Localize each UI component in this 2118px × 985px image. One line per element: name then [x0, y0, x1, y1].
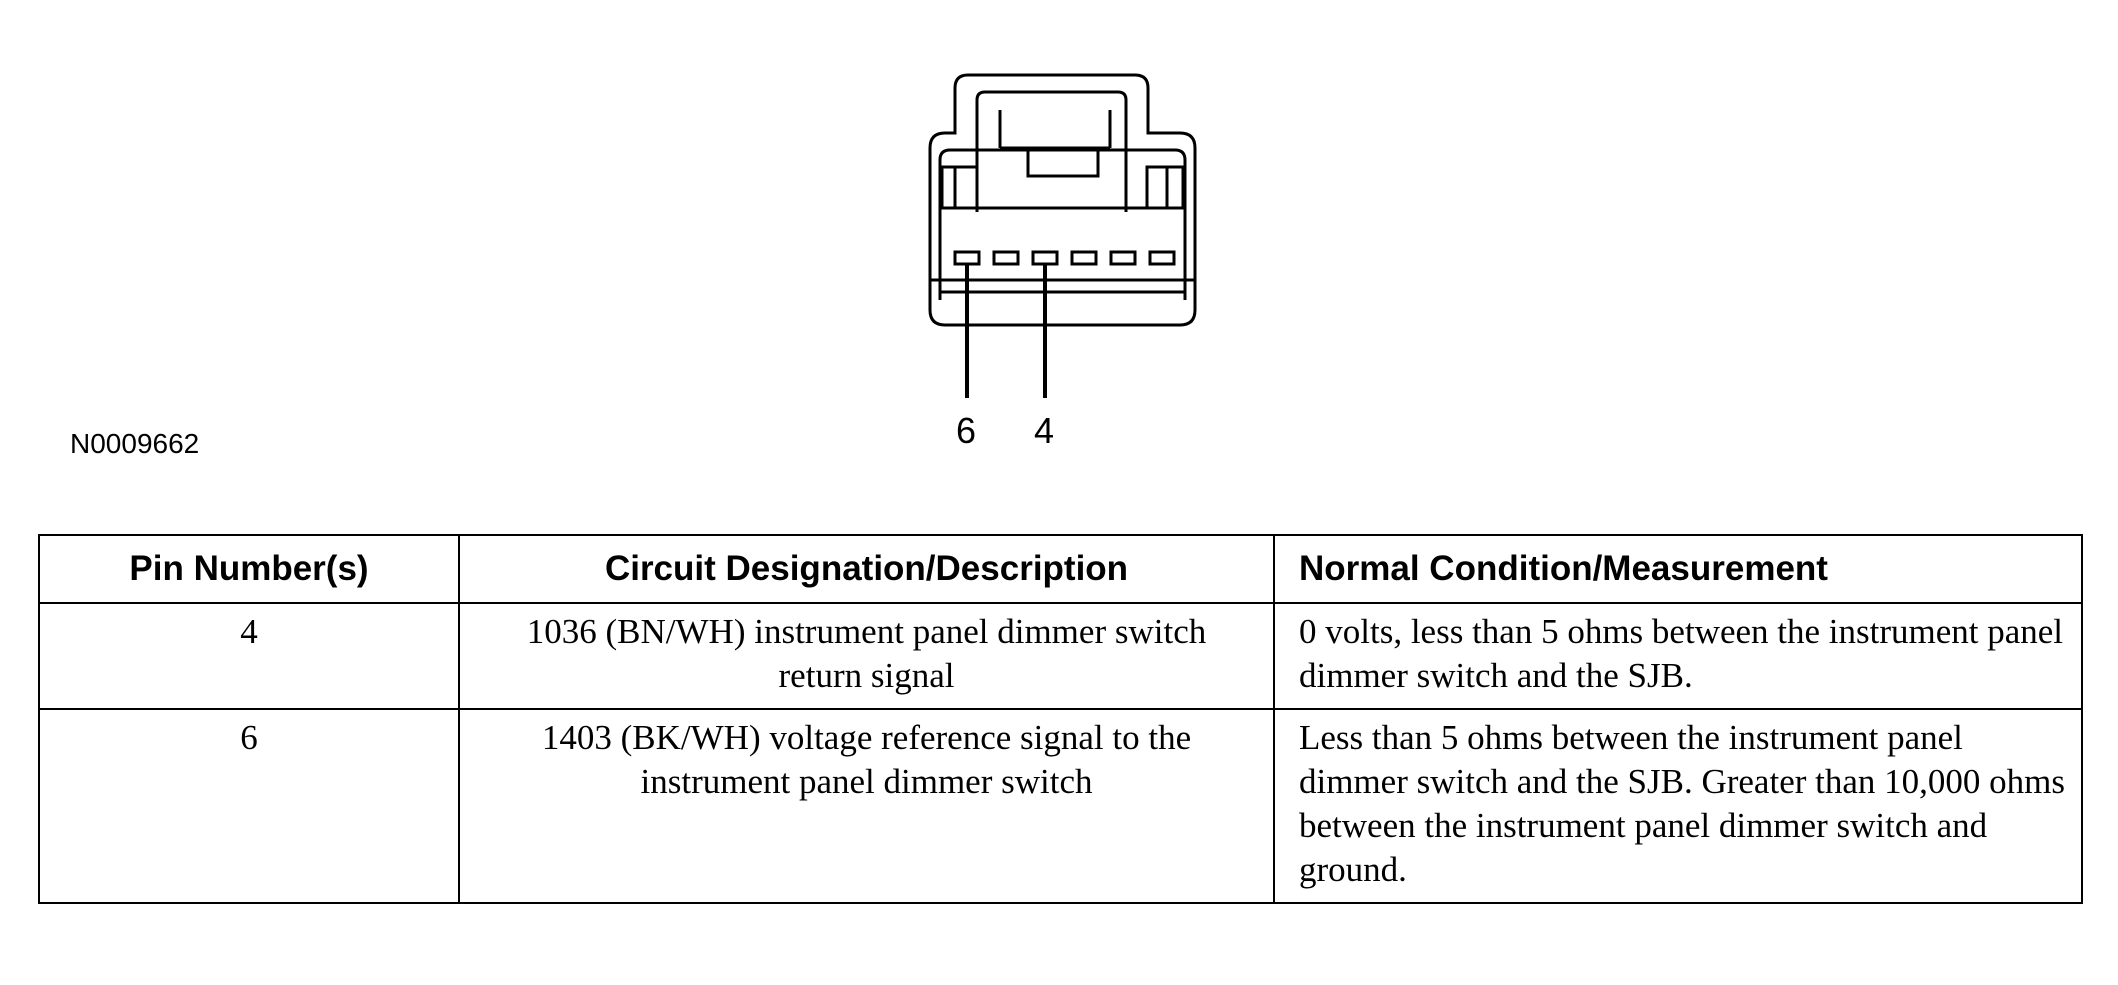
pin-cavity-4 — [1031, 250, 1059, 266]
pin-table: Pin Number(s) Circuit Designation/Descri… — [38, 534, 2083, 904]
table-header-row: Pin Number(s) Circuit Designation/Descri… — [38, 534, 2083, 604]
pin-4-callout: 4 — [1034, 410, 1055, 451]
circuit-description-cell: 1403 (BK/WH) voltage reference signal to… — [458, 708, 1275, 904]
pin-cavity-6 — [953, 250, 981, 266]
pin-number-cell: 6 — [38, 708, 460, 904]
pin-cavity-2 — [1109, 250, 1137, 266]
pin-cavity-5 — [992, 250, 1020, 266]
table-row: 6 1403 (BK/WH) voltage reference signal … — [38, 708, 2083, 904]
connector-diagram: 6 4 N0009662 — [70, 73, 1197, 459]
measurement-cell: 0 volts, less than 5 ohms between the in… — [1273, 602, 2083, 710]
header-circuit-designation: Circuit Designation/Description — [458, 534, 1275, 604]
header-normal-condition: Normal Condition/Measurement — [1273, 534, 2083, 604]
connector-face-drawing — [928, 73, 1197, 398]
figure-reference-id: N0009662 — [70, 428, 200, 459]
pin-cavity-1 — [1148, 250, 1176, 266]
table-row: 4 1036 (BN/WH) instrument panel dimmer s… — [38, 602, 2083, 710]
measurement-cell: Less than 5 ohms between the instrument … — [1273, 708, 2083, 904]
pin-number-cell: 4 — [38, 602, 460, 710]
pin-6-callout: 6 — [956, 410, 977, 451]
pin-cavity-3 — [1070, 250, 1098, 266]
circuit-description-cell: 1036 (BN/WH) instrument panel dimmer swi… — [458, 602, 1275, 710]
header-pin-number: Pin Number(s) — [38, 534, 460, 604]
